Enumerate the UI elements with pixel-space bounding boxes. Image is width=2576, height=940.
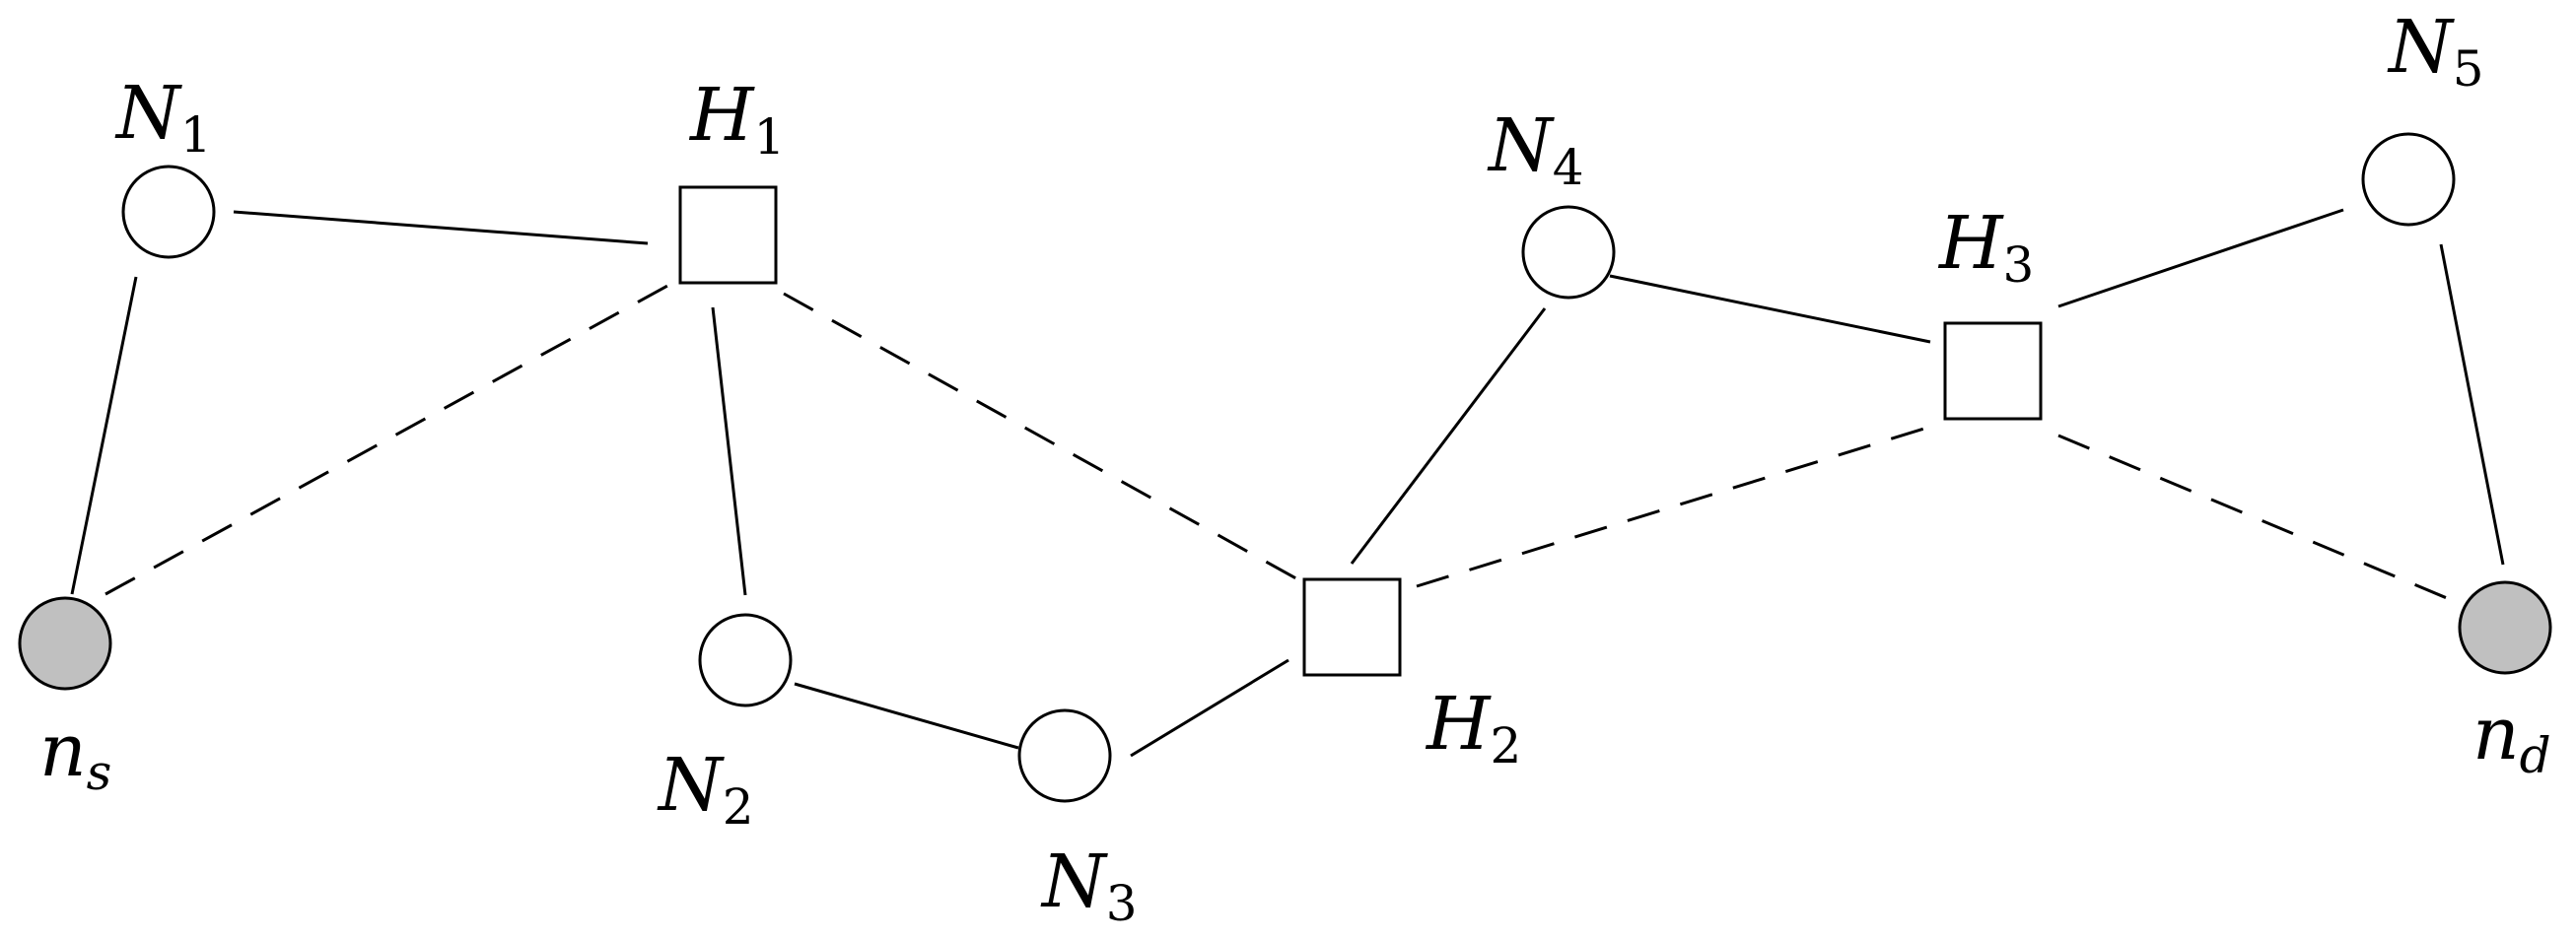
edge-n1-h1 xyxy=(233,210,649,245)
edges xyxy=(70,208,2505,758)
edge-h2-n4 xyxy=(1350,307,1547,565)
edge-n4-h3 xyxy=(1609,274,1931,344)
hub-node-h1 xyxy=(678,185,778,285)
label-h2: H2 xyxy=(1425,682,1521,774)
edge-n5-nd xyxy=(2439,243,2505,566)
label-n4: N4 xyxy=(1487,103,1584,196)
relay-node-n1 xyxy=(121,165,216,259)
edge-n3-h2 xyxy=(1130,658,1289,758)
edge-h3-n5 xyxy=(2057,208,2344,308)
label-n2: N2 xyxy=(657,743,754,836)
edge-h2-h3-dashed xyxy=(1416,425,1931,588)
edge-ns-h1-dashed xyxy=(104,277,681,596)
source-node xyxy=(18,596,112,691)
label-n3: N3 xyxy=(1040,839,1138,932)
destination-node xyxy=(2458,580,2552,675)
label-n5: N5 xyxy=(2387,5,2484,98)
edge-ns-n1 xyxy=(70,276,138,595)
relay-node-n2 xyxy=(698,613,793,707)
relay-node-n4 xyxy=(1521,205,1616,300)
label-h3: H3 xyxy=(1937,201,2034,294)
edge-h3-nd-dashed xyxy=(2057,434,2448,600)
edge-n2-n3 xyxy=(794,682,1019,750)
label-ns: ns xyxy=(39,708,111,801)
label-n1: N1 xyxy=(114,71,212,164)
relay-node-n3 xyxy=(1017,708,1112,803)
label-h1: H1 xyxy=(688,73,785,166)
relay-node-n5 xyxy=(2361,132,2456,227)
hub-node-h2 xyxy=(1302,577,1402,677)
hub-node-h3 xyxy=(1943,321,2043,421)
label-nd: nd xyxy=(2472,692,2551,784)
edge-h1-h2-dashed xyxy=(783,292,1302,583)
edge-h1-n2 xyxy=(711,306,747,596)
